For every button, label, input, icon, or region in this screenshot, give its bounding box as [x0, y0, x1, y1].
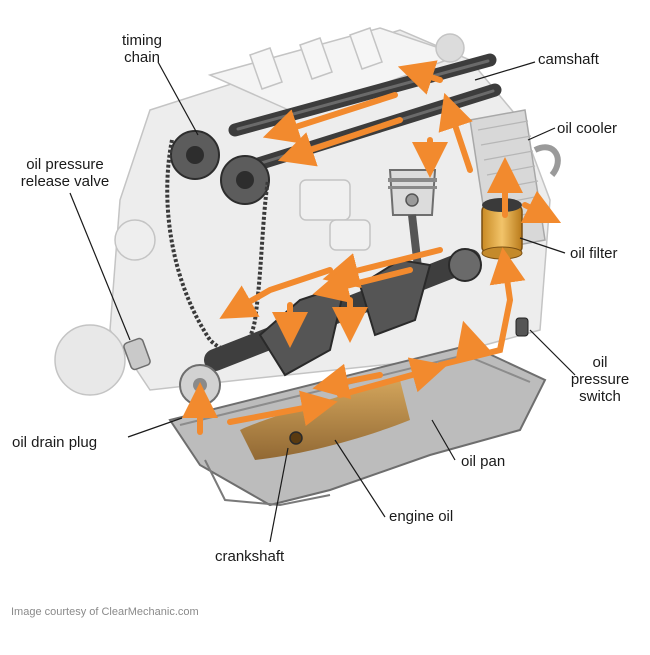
crankshaft-label: crankshaft [215, 548, 285, 565]
oil-drain-plug-label: oil drain plug [12, 434, 98, 451]
small-parts [123, 317, 529, 371]
oil-pressure-release-valve-line-2: release valve [20, 173, 110, 190]
image-credit: Image courtesy of ClearMechanic.com [11, 606, 199, 618]
oil-pressure-switch-line-2: pressure [570, 371, 630, 388]
oil-pan-label: oil pan [461, 453, 506, 470]
engine-oil-label: engine oil [389, 508, 454, 525]
oil-pressure-release-valve-line-1: oil pressure [26, 156, 104, 173]
oil-flow-arrows [182, 60, 562, 435]
timing-gears [165, 130, 270, 353]
timing-chain-label: timing chain [110, 32, 174, 66]
camshaft-label: camshaft [538, 51, 599, 68]
oil-pressure-switch-label: oil pressure switch [565, 354, 635, 405]
oil-pressure-switch-line-1: oil [592, 354, 608, 371]
oil-filter-label: oil filter [570, 245, 618, 262]
oil-cooler-label: oil cooler [557, 120, 618, 137]
oil-pressure-release-valve-label: oil pressure release valve [10, 156, 120, 190]
timing-chain-label-line-2: chain [124, 49, 160, 66]
piston [388, 169, 437, 286]
leader-lines [69, 61, 576, 543]
oil-pressure-switch-line-3: switch [579, 388, 621, 405]
timing-chain-label-line-1: timing [121, 32, 162, 49]
